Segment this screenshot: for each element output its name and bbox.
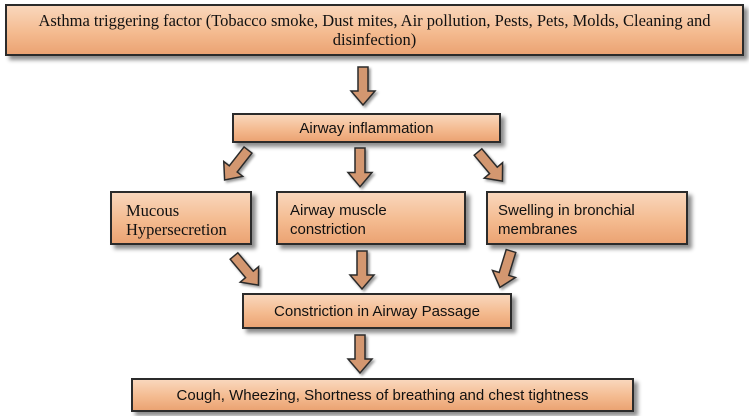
muscle-text: Airway muscle constriction: [290, 202, 387, 238]
arrow-inflammation-to-swelling: [468, 143, 513, 190]
symptoms-box: Cough, Wheezing, Shortness of breathing …: [131, 378, 634, 412]
muscle-box: Airway muscle constriction: [276, 191, 466, 245]
arrow-mucous-to-constriction: [224, 247, 269, 294]
inflammation-text: Airway inflammation: [299, 119, 434, 137]
symptoms-text: Cough, Wheezing, Shortness of breathing …: [176, 386, 589, 404]
inflammation-box: Airway inflammation: [232, 113, 501, 143]
arrow-trigger-to-inflammation: [350, 66, 376, 106]
arrow-constriction-to-symptoms: [347, 334, 373, 374]
arrow-inflammation-to-mucous: [214, 141, 259, 189]
mucous-box: Mucous Hypersecretion: [110, 191, 252, 245]
swelling-text: Swelling in bronchial membranes: [498, 202, 635, 238]
arrow-inflammation-to-muscle: [347, 147, 373, 188]
mucous-text: Mucous Hypersecretion: [126, 201, 227, 239]
trigger-box: Asthma triggering factor (Tobacco smoke,…: [5, 4, 744, 56]
trigger-text: Asthma triggering factor (Tobacco smoke,…: [38, 11, 711, 49]
arrow-muscle-to-constriction: [349, 250, 375, 290]
constriction-box: Constriction in Airway Passage: [242, 293, 512, 329]
constriction-text: Constriction in Airway Passage: [274, 302, 480, 320]
arrow-swelling-to-constriction: [487, 246, 524, 292]
swelling-box: Swelling in bronchial membranes: [486, 191, 688, 245]
